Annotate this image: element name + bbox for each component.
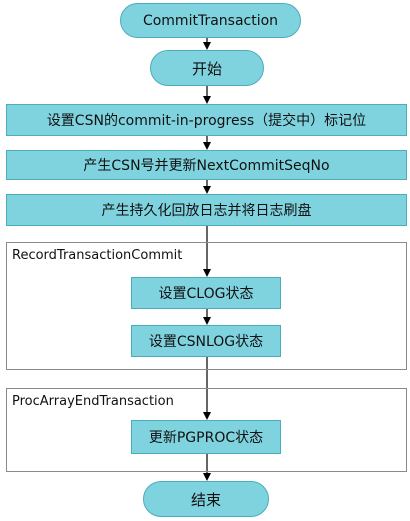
group-procarray-label: ProcArrayEndTransaction — [12, 394, 174, 409]
group-procarray-end-transaction: ProcArrayEndTransaction — [6, 388, 407, 472]
group-record-transaction-commit: RecordTransactionCommit — [6, 242, 407, 370]
start-node: 开始 — [150, 50, 264, 86]
step-update-pgproc: 更新PGPROC状态 — [131, 420, 281, 454]
end-node: 结束 — [143, 481, 269, 517]
step-set-csnlog: 设置CSNLOG状态 — [131, 325, 281, 357]
title-node: CommitTransaction — [120, 3, 301, 38]
step-set-commit-in-progress: 设置CSN的commit-in-progress（提交中）标记位 — [6, 104, 407, 136]
step-set-clog: 设置CLOG状态 — [131, 277, 281, 309]
step-flush-log: 产生持久化回放日志并将日志刷盘 — [6, 194, 407, 226]
step-generate-csn: 产生CSN号并更新NextCommitSeqNo — [6, 150, 407, 180]
group-record-label: RecordTransactionCommit — [12, 248, 183, 263]
